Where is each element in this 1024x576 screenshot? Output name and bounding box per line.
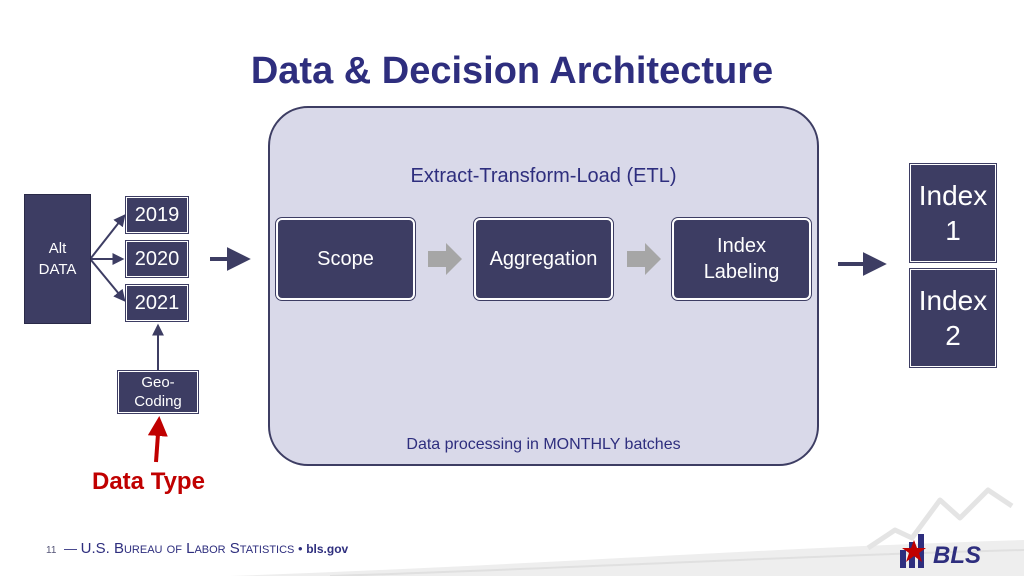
- stage-arrow-icon-2: [627, 243, 661, 275]
- year-box-2020: 2020: [126, 241, 188, 277]
- stage-scope: Scope: [276, 218, 415, 300]
- page-number: 11: [46, 545, 57, 556]
- slide-title: Data & Decision Architecture: [250, 50, 774, 92]
- index-box-2: Index 2: [910, 269, 996, 367]
- stage-index-labeling: Index Labeling: [672, 218, 811, 300]
- bls-logo-text: BLS: [933, 542, 981, 569]
- data-type-label: Data Type: [92, 468, 205, 495]
- footer-dash: —: [64, 541, 78, 556]
- alt-data-box: Alt DATA: [24, 194, 91, 324]
- arrow-data-type: [147, 416, 168, 463]
- etl-footer-note: Data processing in MONTHLY batches: [406, 436, 681, 453]
- year-box-2019: 2019: [126, 197, 188, 233]
- bls-logo-icon: [900, 534, 926, 568]
- footer-agency: U.S. Bureau of Labor Statistics: [80, 540, 295, 557]
- fanout-line-2021: [90, 259, 126, 302]
- stage-arrow-icon-1: [428, 243, 462, 275]
- index-box-1: Index 1: [910, 164, 996, 262]
- fanout-line-2019: [90, 214, 126, 259]
- stage-aggregation: Aggregation: [474, 218, 613, 300]
- geocoding-box: Geo- Coding: [118, 371, 198, 413]
- footer-site: bls.gov: [306, 542, 349, 556]
- slide-footer: 11 — U.S. Bureau of Labor Statistics • b…: [46, 540, 348, 557]
- etl-title: Extract-Transform-Load (ETL): [410, 165, 677, 187]
- year-box-2021: 2021: [126, 285, 188, 321]
- footer-separator: •: [298, 541, 303, 556]
